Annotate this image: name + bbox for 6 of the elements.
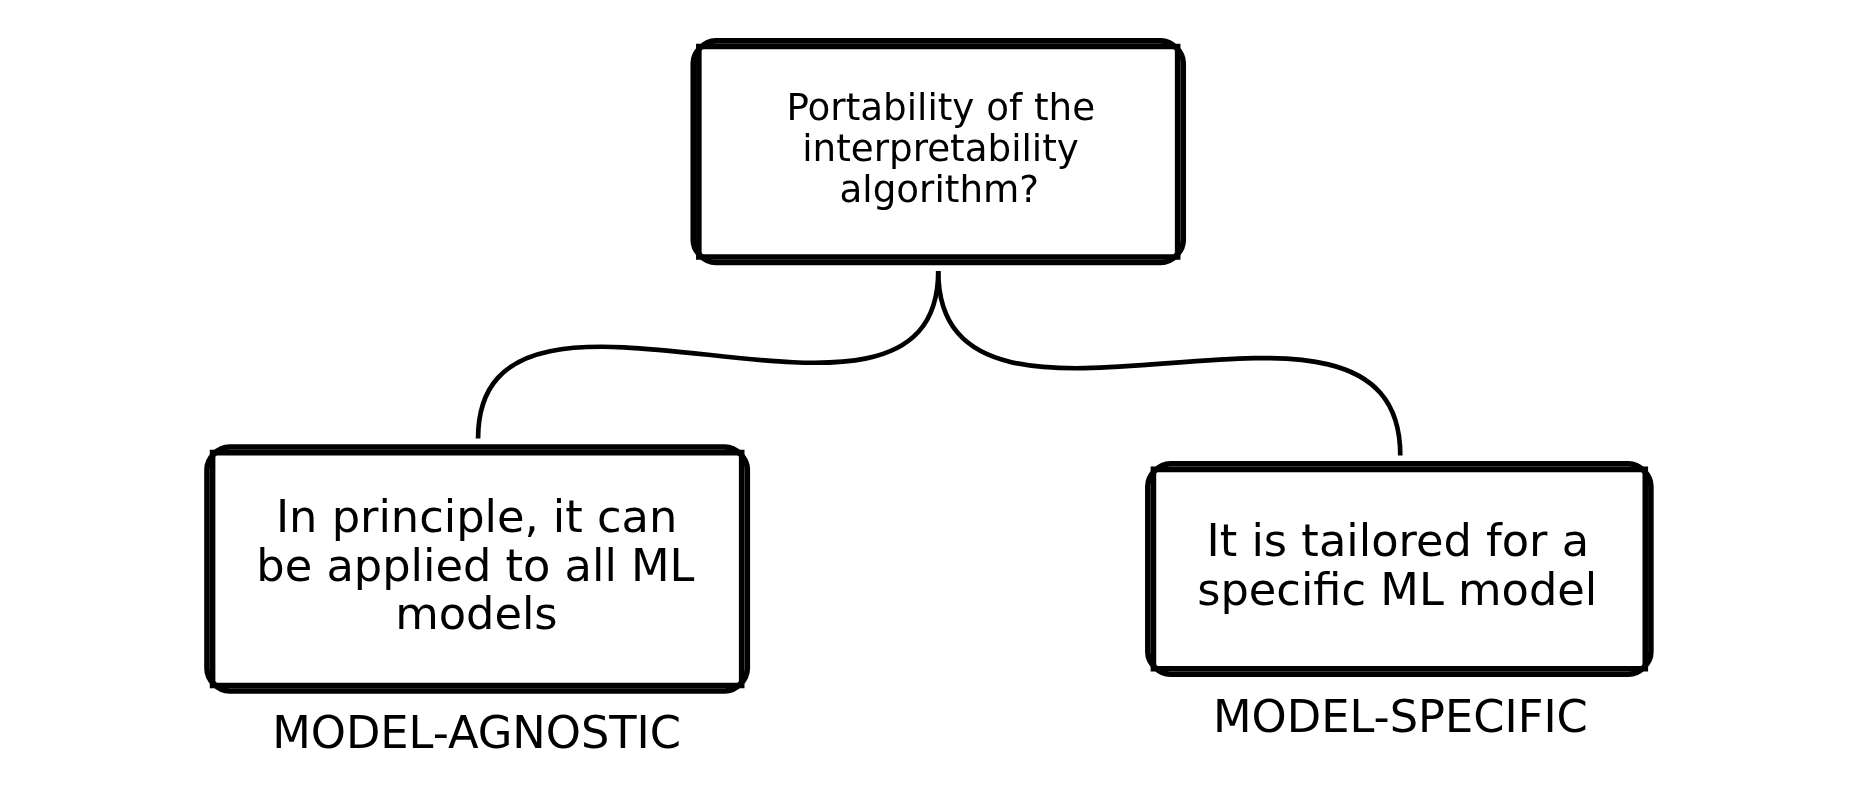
- node-box: Portability of the interpretability algorithm?: [690, 38, 1187, 266]
- connector: [935, 270, 1403, 456]
- node-label: MODEL-AGNOSTIC: [272, 706, 682, 760]
- node-box: It is tailored for a specific ML model: [1145, 461, 1654, 678]
- node-box: In principle, it can be applied to all ML models: [204, 444, 751, 694]
- node-label: MODEL-SPECIFIC: [1213, 689, 1588, 743]
